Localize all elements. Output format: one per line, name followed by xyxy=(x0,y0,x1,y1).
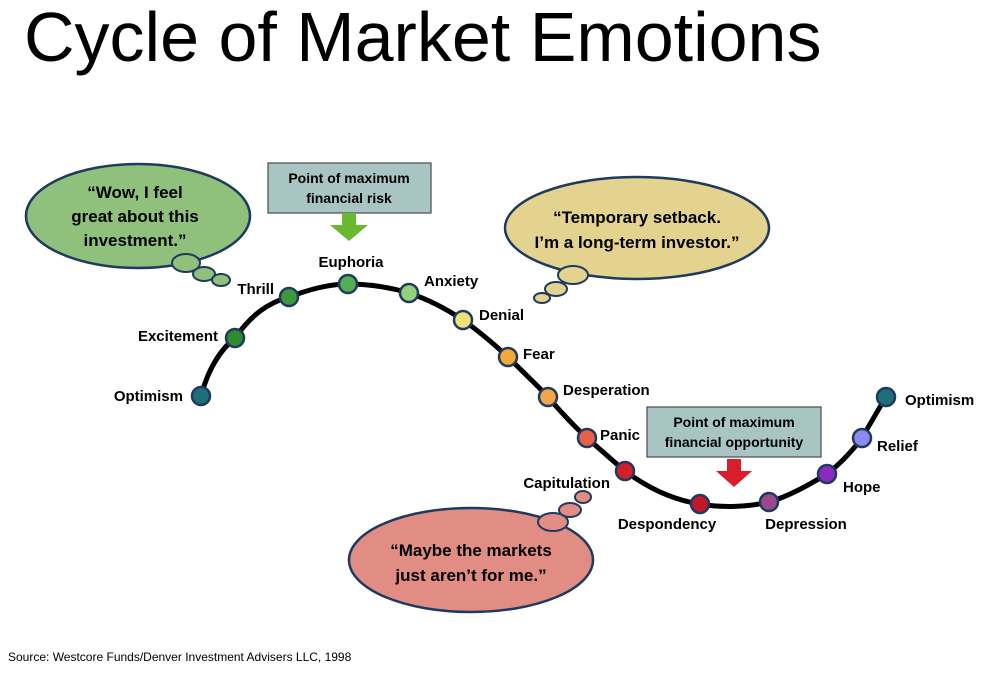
stage-node xyxy=(398,282,420,304)
stage-label-euphoria: Euphoria xyxy=(318,254,384,271)
stage-nodes xyxy=(190,273,897,515)
stage-label-hope: Hope xyxy=(843,479,881,496)
stage-node xyxy=(278,286,300,308)
callout-box xyxy=(646,406,822,458)
stage-label-optimism-end: Optimism xyxy=(905,392,974,409)
callout-max-opportunity: Point of maximum financial opportunity xyxy=(646,406,822,487)
stage-labels: Optimism Excitement Thrill Euphoria Anxi… xyxy=(114,254,974,533)
stage-node xyxy=(758,491,780,513)
bubble-text-line: “Wow, I feel xyxy=(87,183,182,202)
thought-dot xyxy=(211,273,231,287)
thought-dot xyxy=(557,265,589,285)
stage-node xyxy=(614,460,636,482)
thought-dot xyxy=(537,512,569,532)
stage-node xyxy=(816,463,838,485)
stage-label-excitement: Excitement xyxy=(138,328,218,345)
stage-label-fear: Fear xyxy=(523,346,555,363)
callout-box xyxy=(267,162,432,214)
bubble-text-line: great about this xyxy=(71,207,199,226)
page-title: Cycle of Market Emotions xyxy=(24,0,822,76)
thought-dot xyxy=(574,490,592,504)
bubble-text-line: just aren’t for me.” xyxy=(394,566,546,585)
stage-node xyxy=(875,386,897,408)
stage-label-capitulation: Capitulation xyxy=(523,475,610,492)
stage-label-anxiety: Anxiety xyxy=(424,273,479,290)
thought-dot xyxy=(171,253,201,273)
thought-bubble xyxy=(503,175,771,281)
callout-text-line: financial opportunity xyxy=(665,434,804,450)
stage-node xyxy=(224,327,246,349)
stage-label-relief: Relief xyxy=(877,438,919,455)
bubble-denial: “Temporary setback. I’m a long-term inve… xyxy=(503,175,771,304)
callout-text-line: Point of maximum xyxy=(288,170,409,186)
stage-node xyxy=(497,346,519,368)
bubble-euphoria: “Wow, I feel great about this investment… xyxy=(24,162,252,287)
thought-bubble xyxy=(347,506,595,614)
stage-label-depression: Depression xyxy=(765,516,847,533)
source-note: Source: Westcore Funds/Denver Investment… xyxy=(8,650,352,664)
stage-label-optimism: Optimism xyxy=(114,388,183,405)
bubble-capitulation: “Maybe the markets just aren’t for me.” xyxy=(347,490,595,614)
thought-dot xyxy=(544,281,568,297)
bubble-text-line: “Maybe the markets xyxy=(390,541,552,560)
bubble-text-line: investment.” xyxy=(84,231,187,250)
stage-label-despondency: Despondency xyxy=(618,516,717,533)
stage-node xyxy=(190,385,212,407)
stage-label-denial: Denial xyxy=(479,307,524,324)
stage-label-desperation: Desperation xyxy=(563,382,650,399)
stage-node xyxy=(576,427,598,449)
stage-node xyxy=(452,309,474,331)
stage-node xyxy=(689,493,711,515)
thought-dot xyxy=(533,292,551,304)
callout-text-line: Point of maximum xyxy=(673,414,794,430)
bubble-text-line: I’m a long-term investor.” xyxy=(535,233,740,252)
thought-dot xyxy=(192,266,216,282)
stage-label-thrill: Thrill xyxy=(237,281,274,298)
callout-text-line: financial risk xyxy=(306,190,392,206)
stage-node xyxy=(851,427,873,449)
callout-max-risk: Point of maximum financial risk xyxy=(267,162,432,241)
stage-label-panic: Panic xyxy=(600,427,640,444)
stage-node xyxy=(337,273,359,295)
thought-bubble xyxy=(24,162,252,270)
down-arrow-icon xyxy=(330,213,368,241)
stage-node xyxy=(537,386,559,408)
bubble-text-line: “Temporary setback. xyxy=(553,208,721,227)
down-arrow-icon xyxy=(716,459,752,487)
thought-dot xyxy=(558,502,582,518)
